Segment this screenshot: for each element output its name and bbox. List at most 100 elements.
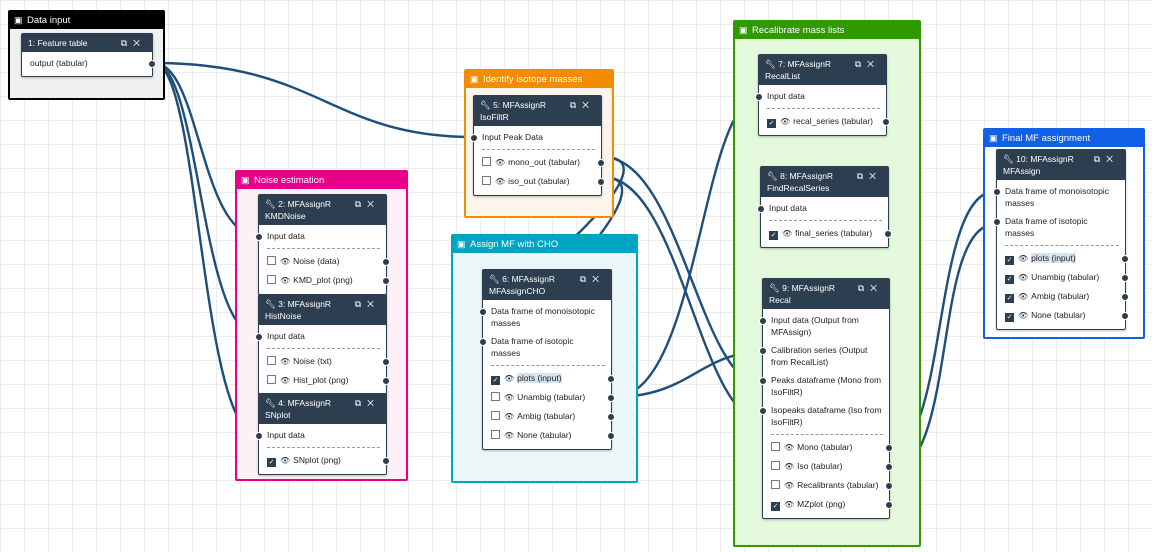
input-port[interactable]: Input data	[755, 87, 886, 105]
eye-icon[interactable]: 👁︎	[1018, 273, 1029, 282]
output-terminal[interactable]	[885, 501, 893, 509]
output-checkbox[interactable]	[491, 430, 500, 439]
close-icon[interactable]: ✕	[133, 38, 146, 48]
output-checkbox-checked[interactable]: ✓	[1005, 256, 1014, 265]
output-port[interactable]: ✓👁︎Ambig (tabular)	[997, 287, 1129, 306]
output-port[interactable]: 👁︎Hist_plot (png)	[259, 371, 390, 390]
output-checkbox[interactable]	[267, 275, 276, 284]
input-terminal[interactable]	[255, 233, 263, 241]
output-port[interactable]: 👁︎None (tabular)	[483, 426, 615, 445]
output-checkbox-checked[interactable]: ✓	[1005, 275, 1014, 284]
output-port[interactable]: ✓👁︎SNplot (png)	[259, 451, 390, 470]
output-terminal[interactable]	[1121, 293, 1129, 301]
output-checkbox-checked[interactable]: ✓	[767, 119, 776, 128]
eye-icon[interactable]: 👁︎	[495, 158, 506, 167]
output-terminal[interactable]	[885, 463, 893, 471]
copy-icon[interactable]: ⧉	[120, 38, 134, 48]
close-icon[interactable]: ✕	[367, 199, 380, 209]
eye-icon[interactable]: 👁︎	[784, 462, 795, 471]
copy-icon[interactable]: ⧉	[1093, 154, 1107, 164]
close-icon[interactable]: ✕	[867, 59, 880, 69]
eye-icon[interactable]: 👁︎	[280, 257, 291, 266]
node-mfassign[interactable]: 🔧︎ 10: MFAssignR MFAssign⧉✕ Data frame o…	[993, 149, 1129, 330]
input-terminal[interactable]	[757, 205, 765, 213]
output-terminal[interactable]	[607, 394, 615, 402]
output-checkbox[interactable]	[771, 442, 780, 451]
close-icon[interactable]: ✕	[869, 171, 882, 181]
eye-icon[interactable]: 👁︎	[780, 117, 791, 126]
node-findrecalseries[interactable]: 🔧︎ 8: MFAssignR FindRecalSeries⧉✕ Input …	[757, 166, 892, 248]
node-kmdnoise[interactable]: 🔧︎ 2: MFAssignR KMDNoise⧉✕ Input data 👁︎…	[255, 194, 390, 295]
close-icon[interactable]: ✕	[367, 299, 380, 309]
node-recal[interactable]: 🔧︎ 9: MFAssignR Recal⧉✕ Input data (Outp…	[759, 278, 893, 519]
copy-icon[interactable]: ⧉	[354, 398, 368, 408]
output-checkbox-checked[interactable]: ✓	[769, 231, 778, 240]
input-terminal[interactable]	[759, 317, 767, 325]
node-feature-table[interactable]: 1: Feature table⧉✕ output (tabular)	[21, 33, 156, 77]
eye-icon[interactable]: 👁︎	[280, 456, 291, 465]
copy-icon[interactable]: ⧉	[354, 299, 368, 309]
output-port[interactable]: 👁︎Ambig (tabular)	[483, 407, 615, 426]
output-terminal[interactable]	[597, 178, 605, 186]
output-checkbox[interactable]	[482, 176, 491, 185]
output-checkbox[interactable]	[491, 411, 500, 420]
input-terminal[interactable]	[470, 134, 478, 142]
copy-icon[interactable]: ⧉	[857, 283, 871, 293]
output-terminal[interactable]	[597, 159, 605, 167]
output-port[interactable]: ✓👁︎final_series (tabular)	[761, 224, 892, 243]
output-terminal[interactable]	[1121, 255, 1129, 263]
input-terminal[interactable]	[759, 377, 767, 385]
input-port[interactable]: Input data	[255, 227, 386, 245]
copy-icon[interactable]: ⧉	[354, 199, 368, 209]
output-terminal[interactable]	[382, 377, 390, 385]
close-icon[interactable]: ✕	[870, 283, 883, 293]
input-terminal[interactable]	[479, 338, 487, 346]
output-checkbox[interactable]	[771, 480, 780, 489]
input-port[interactable]: Calibration series (Output from RecalLis…	[759, 341, 889, 371]
output-checkbox-checked[interactable]: ✓	[491, 376, 500, 385]
output-checkbox[interactable]	[771, 461, 780, 470]
output-checkbox-checked[interactable]: ✓	[771, 502, 780, 511]
input-port[interactable]: Data frame of isotopic masses	[993, 212, 1125, 242]
input-terminal[interactable]	[993, 218, 1001, 226]
eye-icon[interactable]: 👁︎	[280, 276, 291, 285]
node-mfassigncho[interactable]: 🔧︎ 6: MFAssignR MFAssignCHO⧉✕ Data frame…	[479, 269, 615, 450]
output-port[interactable]: ✓👁︎recal_series (tabular)	[759, 112, 890, 131]
output-port[interactable]: 👁︎Unambig (tabular)	[483, 388, 615, 407]
output-checkbox[interactable]	[482, 157, 491, 166]
input-port[interactable]: Input Peak Data	[470, 128, 601, 146]
output-port[interactable]: ✓👁︎MZplot (png)	[763, 495, 893, 514]
eye-icon[interactable]: 👁︎	[504, 412, 515, 421]
eye-icon[interactable]: 👁︎	[784, 500, 795, 509]
eye-icon[interactable]: 👁︎	[784, 481, 795, 490]
output-checkbox[interactable]	[491, 392, 500, 401]
eye-icon[interactable]: 👁︎	[280, 357, 291, 366]
input-port[interactable]: Input data (Output from MFAssign)	[759, 311, 889, 341]
eye-icon[interactable]: 👁︎	[504, 393, 515, 402]
output-terminal[interactable]	[607, 432, 615, 440]
node-histnoise[interactable]: 🔧︎ 3: MFAssignR HistNoise⧉✕ Input data 👁…	[255, 294, 390, 395]
output-port[interactable]: 👁︎Mono (tabular)	[763, 438, 893, 457]
eye-icon[interactable]: 👁︎	[1018, 292, 1029, 301]
output-checkbox[interactable]	[267, 375, 276, 384]
input-port[interactable]: Data frame of monoisotopic masses	[993, 182, 1125, 212]
input-port[interactable]: Input data	[757, 199, 888, 217]
input-port[interactable]: Input data	[255, 327, 386, 345]
eye-icon[interactable]: 👁︎	[1018, 311, 1029, 320]
copy-icon[interactable]: ⧉	[579, 274, 593, 284]
close-icon[interactable]: ✕	[592, 274, 605, 284]
output-port[interactable]: 👁︎Recalibrants (tabular)	[763, 476, 893, 495]
output-terminal[interactable]	[382, 358, 390, 366]
output-terminal[interactable]	[1121, 312, 1129, 320]
eye-icon[interactable]: 👁︎	[784, 443, 795, 452]
eye-icon[interactable]: 👁︎	[782, 229, 793, 238]
output-port[interactable]: 👁︎KMD_plot (png)	[259, 271, 390, 290]
copy-icon[interactable]: ⧉	[856, 171, 870, 181]
input-port[interactable]: Isopeaks dataframe (Iso from IsoFiltR)	[759, 401, 889, 431]
output-checkbox-checked[interactable]: ✓	[1005, 313, 1014, 322]
output-port[interactable]: 👁︎Iso (tabular)	[763, 457, 893, 476]
input-terminal[interactable]	[759, 347, 767, 355]
input-terminal[interactable]	[255, 432, 263, 440]
copy-icon[interactable]: ⧉	[569, 100, 583, 110]
output-terminal[interactable]	[1121, 274, 1129, 282]
